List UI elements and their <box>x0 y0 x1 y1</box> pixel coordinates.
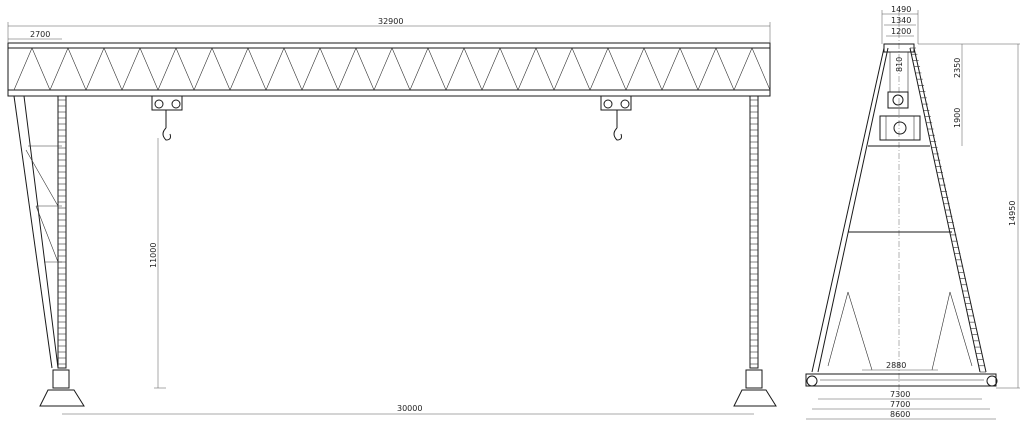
truss-girder <box>7 42 771 97</box>
top-dimensions: 1490 1340 1200 <box>881 5 919 44</box>
dim-base-3: 8600 <box>890 410 910 419</box>
a-frame <box>811 47 987 373</box>
side-dimensions: 2350 1900 14950 2880 7300 7700 8600 <box>806 43 1020 420</box>
dim-hoist-height: 1900 <box>953 108 962 128</box>
hook-label: 810 <box>895 57 904 72</box>
dim-overall-length: 32900 <box>378 17 403 26</box>
dim-span: 30000 <box>397 404 422 413</box>
hoist-left <box>151 95 183 141</box>
dim-base-2: 7700 <box>890 400 910 409</box>
dim-top-inner: 1200 <box>891 27 911 36</box>
dim-lift-height: 11000 <box>149 243 158 268</box>
side-view: 1490 1340 1200 810 <box>805 5 1020 420</box>
hoist-side <box>879 91 921 141</box>
dim-cantilever: 2700 <box>30 30 50 39</box>
hoist-right <box>600 95 632 141</box>
dim-base-1: 7300 <box>890 390 910 399</box>
dim-top-mid: 1340 <box>891 16 911 25</box>
front-dimensions: 32900 2700 11000 30000 <box>7 17 771 415</box>
dim-top-outer: 1490 <box>891 5 911 14</box>
front-view: 32900 2700 11000 30000 <box>7 17 777 415</box>
dim-brace-width: 2880 <box>886 361 906 370</box>
dim-total-height: 14950 <box>1008 201 1017 226</box>
left-leg <box>13 95 85 407</box>
base-beam <box>805 373 998 387</box>
dim-beam-height: 2350 <box>953 58 962 78</box>
right-leg <box>733 95 777 407</box>
